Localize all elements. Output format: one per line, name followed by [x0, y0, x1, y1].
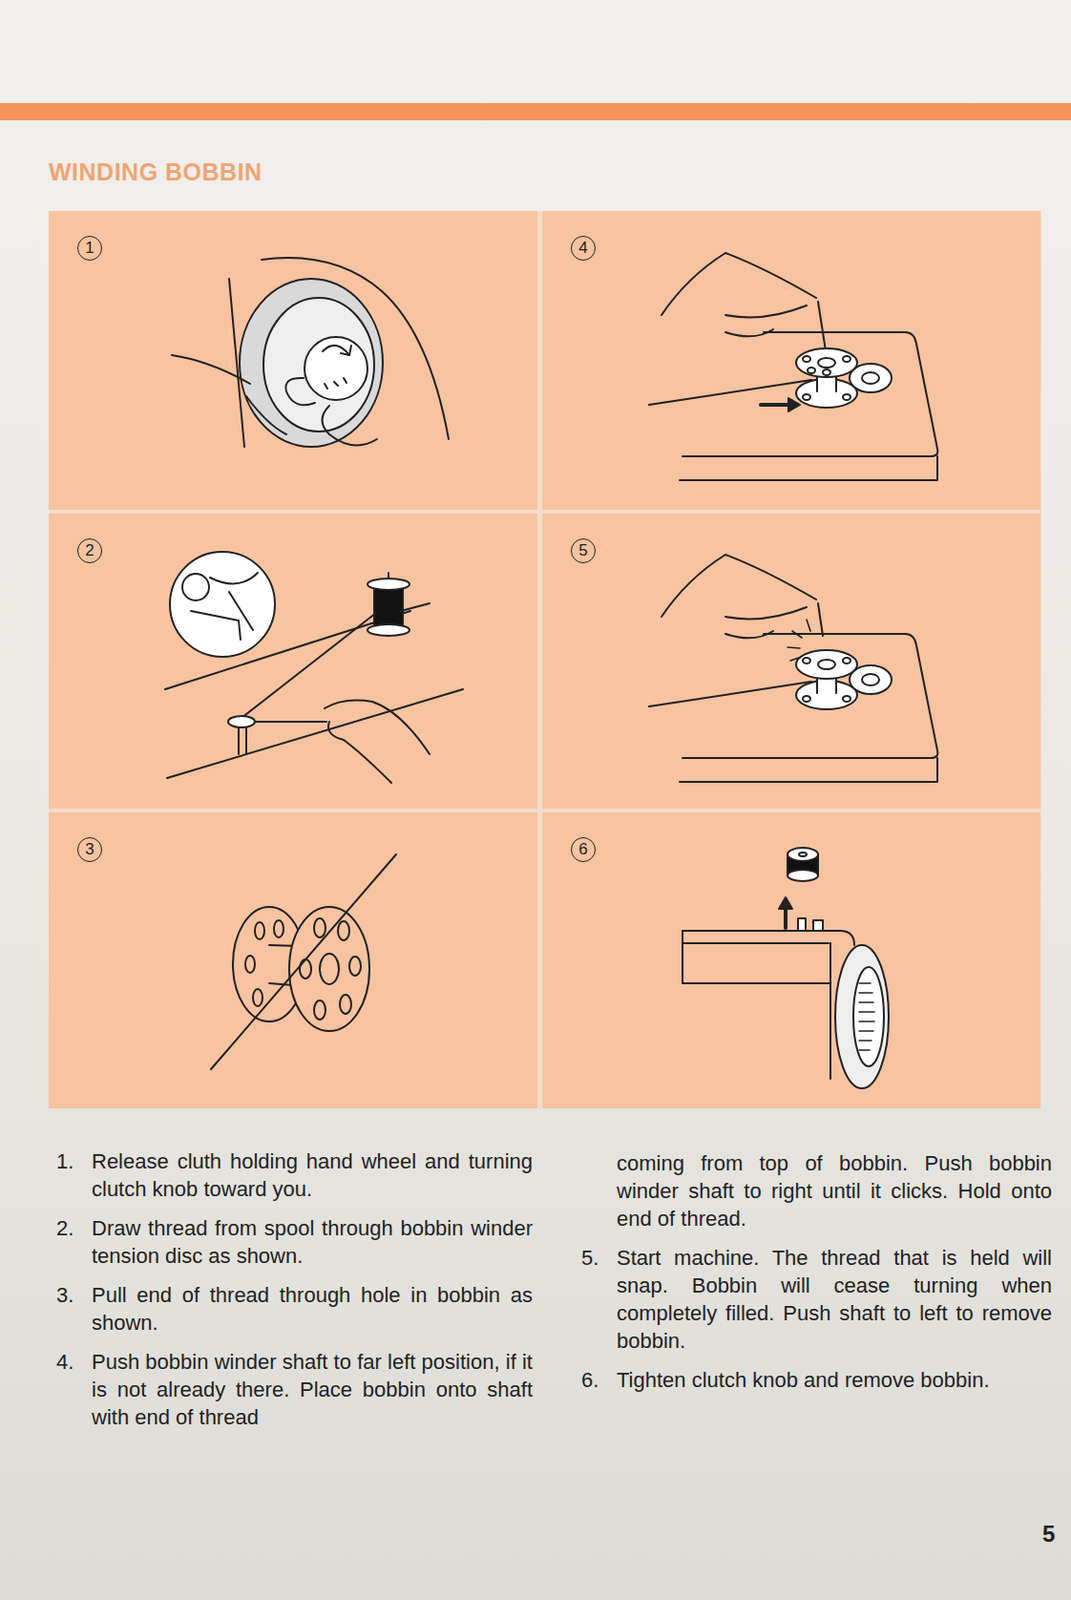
- callout-number: 4: [570, 235, 596, 261]
- step-text: Push bobbin winder shaft to far left pos…: [91, 1347, 533, 1431]
- winder-figure: [649, 252, 938, 481]
- step-number: 2.: [56, 1214, 74, 1242]
- callout-number: 1: [77, 235, 103, 261]
- step-number: 6.: [581, 1365, 599, 1394]
- step-text: coming from top of bobbin. Push bobbin w…: [616, 1149, 1052, 1233]
- hand-wheel-figure: [171, 257, 449, 447]
- step-text: Start machine. The thread that is held w…: [616, 1243, 1052, 1355]
- step-text: Release cluth holding hand wheel and tur…: [91, 1147, 533, 1203]
- tension-disc-figure: [165, 551, 463, 783]
- step-number: 5.: [581, 1243, 599, 1272]
- figure-panel: 6: [542, 812, 1041, 1109]
- orange-bar: [0, 103, 1071, 121]
- callout-number: 6: [570, 837, 596, 862]
- callout-number: 2: [77, 538, 103, 564]
- callout-number: 5: [570, 538, 596, 564]
- bobbin-figure: [210, 854, 397, 1070]
- step-text: Draw thread from spool through bobbin wi…: [91, 1214, 533, 1270]
- step-number: 1.: [56, 1147, 74, 1176]
- step-number: 3.: [56, 1281, 74, 1309]
- step-number: 4.: [56, 1347, 74, 1376]
- page-title: WINDING BOBBIN: [48, 158, 263, 187]
- panel-grounds: [48, 210, 1041, 1109]
- figure-panel: 4: [542, 210, 1041, 510]
- step-text: Pull end of thread through hole in bobbi…: [91, 1281, 533, 1337]
- figure-panel: 2: [48, 513, 538, 809]
- figure-panel: 3: [48, 812, 538, 1109]
- page-number: 5: [1042, 1519, 1055, 1548]
- panel-grid: [48, 210, 1042, 1109]
- remove-bobbin-figure: [682, 847, 889, 1089]
- callout-number: 3: [77, 837, 103, 862]
- step-text: Tighten clutch knob and remove bobbin.: [616, 1365, 1052, 1394]
- figure-panel: 5: [542, 513, 1041, 809]
- winding-figure: [649, 554, 938, 782]
- figure-panel: 1: [48, 210, 538, 510]
